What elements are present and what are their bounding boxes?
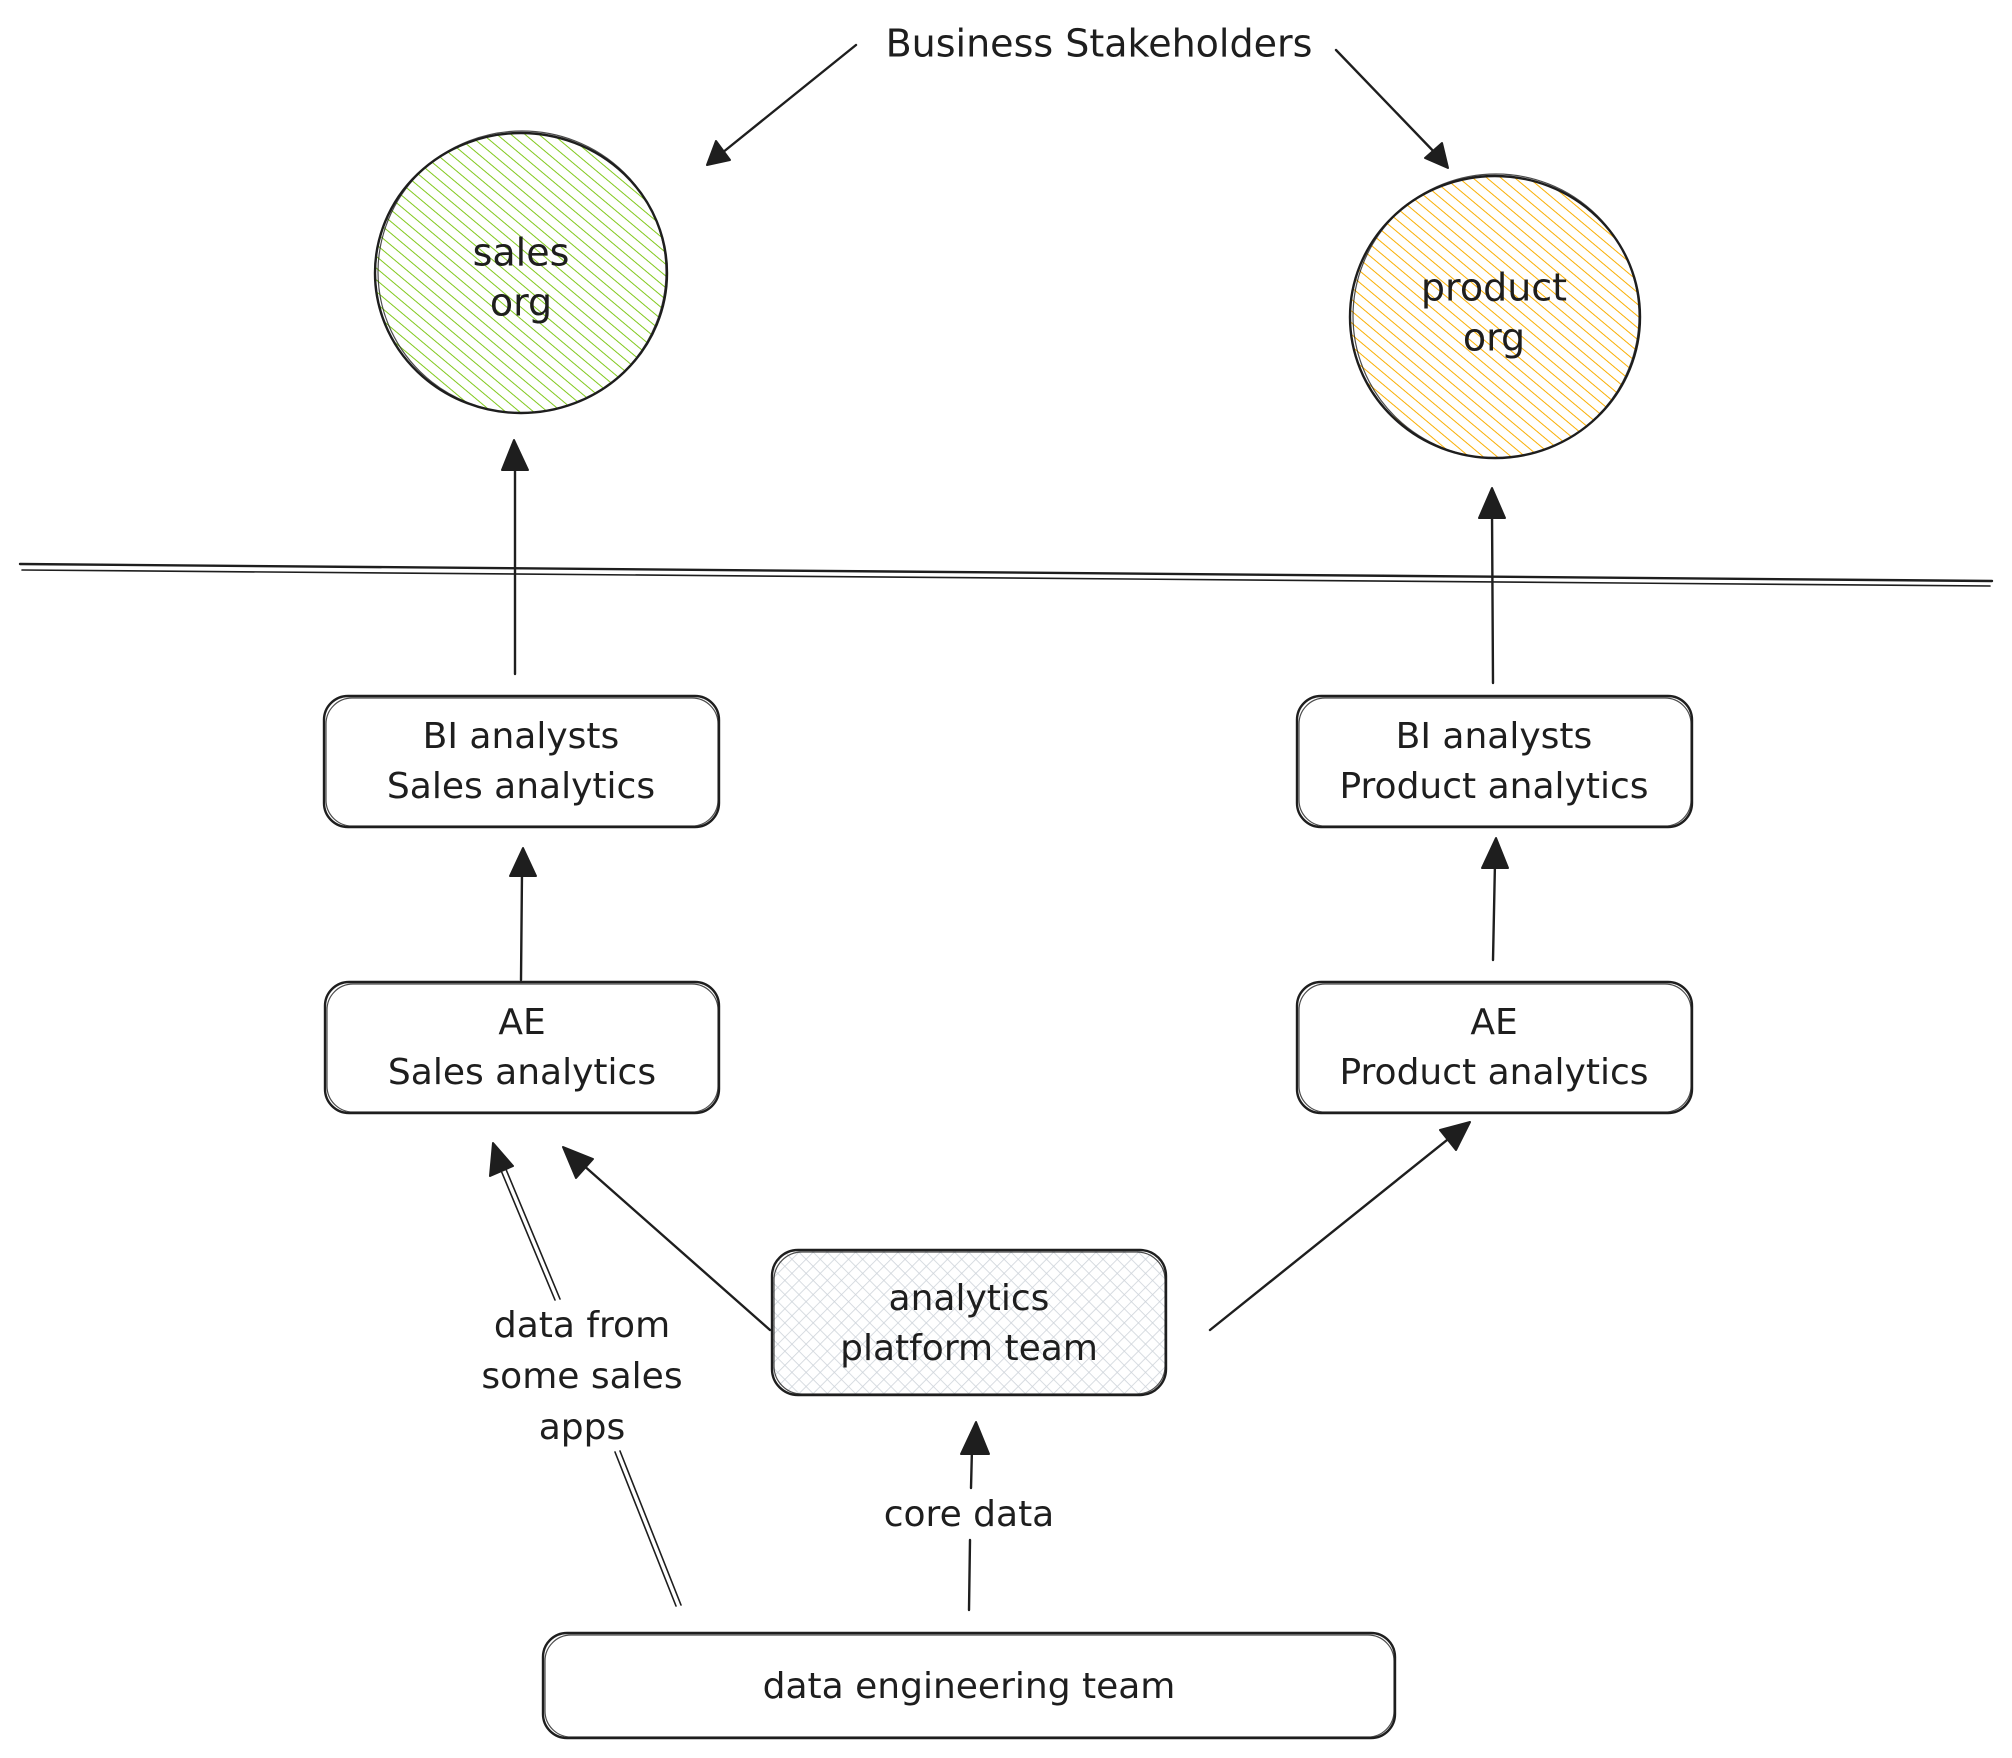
analytics-platform-team-box[interactable]: analytics platform team	[770, 1248, 1168, 1397]
arrow-bi-product-to-product-org	[1478, 487, 1506, 685]
bi-sales-line1: BI analysts	[423, 716, 620, 757]
ae-product-line1: AE	[1470, 1002, 1517, 1043]
sales-org-label-line1: sales	[473, 231, 570, 275]
sales-org-node[interactable]: sales org	[373, 130, 669, 415]
product-org-label-line1: product	[1421, 266, 1567, 310]
bi-product-line1: BI analysts	[1396, 716, 1593, 757]
arrow-stakeholders-to-sales	[706, 43, 858, 166]
platform-line1: analytics	[889, 1278, 1050, 1319]
ae-product-analytics-box[interactable]: AE Product analytics	[1295, 980, 1694, 1115]
arrow-stakeholders-to-product	[1334, 48, 1449, 169]
product-org-node[interactable]: product org	[1348, 173, 1642, 460]
divider-line	[18, 562, 1994, 587]
sales-apps-label-line2: some sales	[481, 1356, 682, 1397]
ae-sales-line2: Sales analytics	[388, 1052, 656, 1093]
bi-product-analytics-box[interactable]: BI analysts Product analytics	[1295, 694, 1694, 829]
sales-apps-edge-label: data from some sales apps	[481, 1305, 682, 1448]
arrow-data-eng-to-platform: core data	[884, 1421, 1055, 1612]
arrow-ae-product-to-bi-product	[1481, 837, 1509, 962]
bi-sales-analytics-box[interactable]: BI analysts Sales analytics	[322, 694, 721, 829]
core-data-label: core data	[884, 1494, 1055, 1535]
arrow-platform-to-ae-product	[1208, 1121, 1471, 1332]
ae-sales-line1: AE	[498, 1002, 545, 1043]
bi-sales-line2: Sales analytics	[387, 766, 655, 807]
arrow-ae-sales-to-bi-sales	[509, 847, 537, 982]
sales-org-label-line2: org	[490, 281, 552, 325]
data-engineering-team-box[interactable]: data engineering team	[541, 1631, 1397, 1740]
product-org-label-line2: org	[1463, 316, 1525, 360]
ae-product-line2: Product analytics	[1339, 1052, 1648, 1093]
sales-apps-label-line3: apps	[539, 1407, 626, 1448]
arrow-bi-sales-to-sales-org	[501, 439, 529, 676]
sales-apps-label-line1: data from	[494, 1305, 670, 1346]
ae-sales-analytics-box[interactable]: AE Sales analytics	[323, 980, 721, 1115]
bi-product-line2: Product analytics	[1339, 766, 1648, 807]
data-eng-label: data engineering team	[763, 1666, 1176, 1707]
platform-line2: platform team	[840, 1328, 1098, 1369]
stakeholders-title: Business Stakeholders	[886, 22, 1313, 66]
arrow-sales-apps-to-ae-sales	[489, 1142, 682, 1607]
arrow-platform-to-ae-sales	[562, 1146, 772, 1332]
